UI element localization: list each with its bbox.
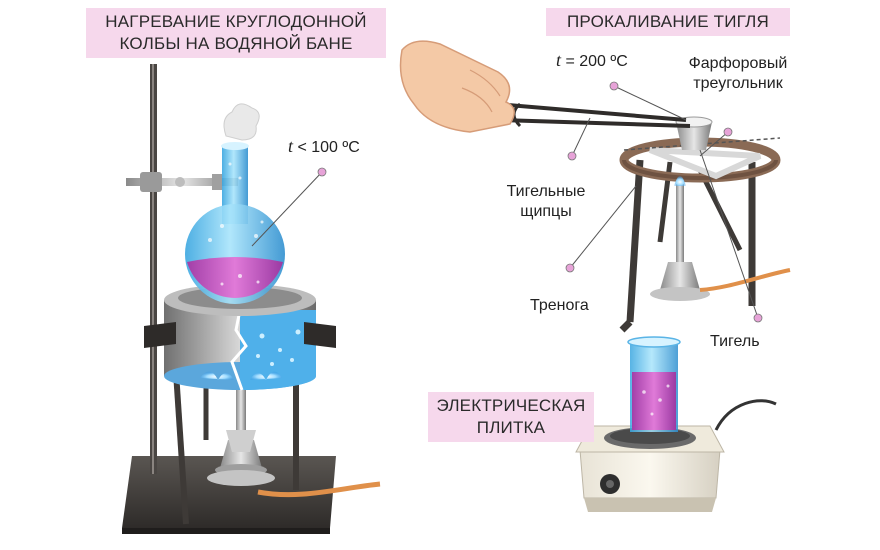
porcelain-triangle <box>648 147 762 180</box>
crucible-title: ПРОКАЛИВАНИЕ ТИГЛЯ <box>546 8 790 36</box>
hotplate-title: ЭЛЕКТРИЧЕСКАЯ ПЛИТКА <box>428 392 594 442</box>
burner <box>207 386 275 486</box>
bath-temperature-label: t < 100 ºC <box>288 136 360 158</box>
stand-base <box>122 456 336 528</box>
porcelain-triangle-label: Фарфоровый треугольник <box>668 54 808 94</box>
crucible-temperature-label: t = 200 ºC <box>556 50 628 72</box>
crucible-pointer-dot <box>753 313 763 323</box>
tripod-label: Тренога <box>530 296 589 316</box>
water-bath-title-line-2: КОЛБЫ НА ВОДЯНОЙ БАНЕ <box>119 34 353 53</box>
crucible-temperature-var: t <box>556 50 562 70</box>
crucible-title-text: ПРОКАЛИВАНИЕ ТИГЛЯ <box>567 12 769 31</box>
crucible-temp-pointer-dot <box>609 81 619 91</box>
bath-temperature-value: < 100 ºC <box>297 139 360 156</box>
tripod-label-text: Тренога <box>530 297 589 314</box>
crucible <box>675 116 713 150</box>
crucible-tongs-label-line-1: Тигельные <box>506 183 586 200</box>
crucible-label-text: Тигель <box>710 333 760 350</box>
crucible-apparatus <box>399 40 791 333</box>
crucible-temperature-value: = 200 ºC <box>565 53 628 70</box>
beaker <box>627 336 681 432</box>
hand <box>399 40 515 133</box>
crucible-tongs <box>495 102 691 128</box>
hotplate-title-line-2: ПЛИТКА <box>476 418 546 437</box>
round-bottom-flask <box>185 103 285 304</box>
water-bath-title: НАГРЕВАНИЕ КРУГЛОДОННОЙ КОЛБЫ НА ВОДЯНОЙ… <box>86 8 386 58</box>
water-bath-title-line-1: НАГРЕВАНИЕ КРУГЛОДОННОЙ <box>105 12 367 31</box>
bath-temp-pointer-dot <box>317 167 327 177</box>
tripod-pointer-dot <box>565 263 575 273</box>
hot-plate-apparatus <box>575 336 777 512</box>
bath-temp-pointer-line <box>251 171 323 247</box>
triangle-pointer-dot <box>723 127 733 137</box>
porcelain-triangle-label-line-2: треугольник <box>693 75 783 92</box>
bath-temperature-var: t <box>288 136 294 156</box>
crucible-burner <box>650 176 791 301</box>
crucible-tongs-label-line-2: щипцы <box>520 203 572 220</box>
porcelain-triangle-label-line-1: Фарфоровый <box>688 55 788 72</box>
crucible-tongs-label: Тигельные щипцы <box>486 182 606 222</box>
water-bath-apparatus <box>122 64 381 534</box>
hotplate-title-line-1: ЭЛЕКТРИЧЕСКАЯ <box>436 396 586 415</box>
crucible-label: Тигель <box>710 332 760 352</box>
tongs-pointer-dot <box>567 151 577 161</box>
